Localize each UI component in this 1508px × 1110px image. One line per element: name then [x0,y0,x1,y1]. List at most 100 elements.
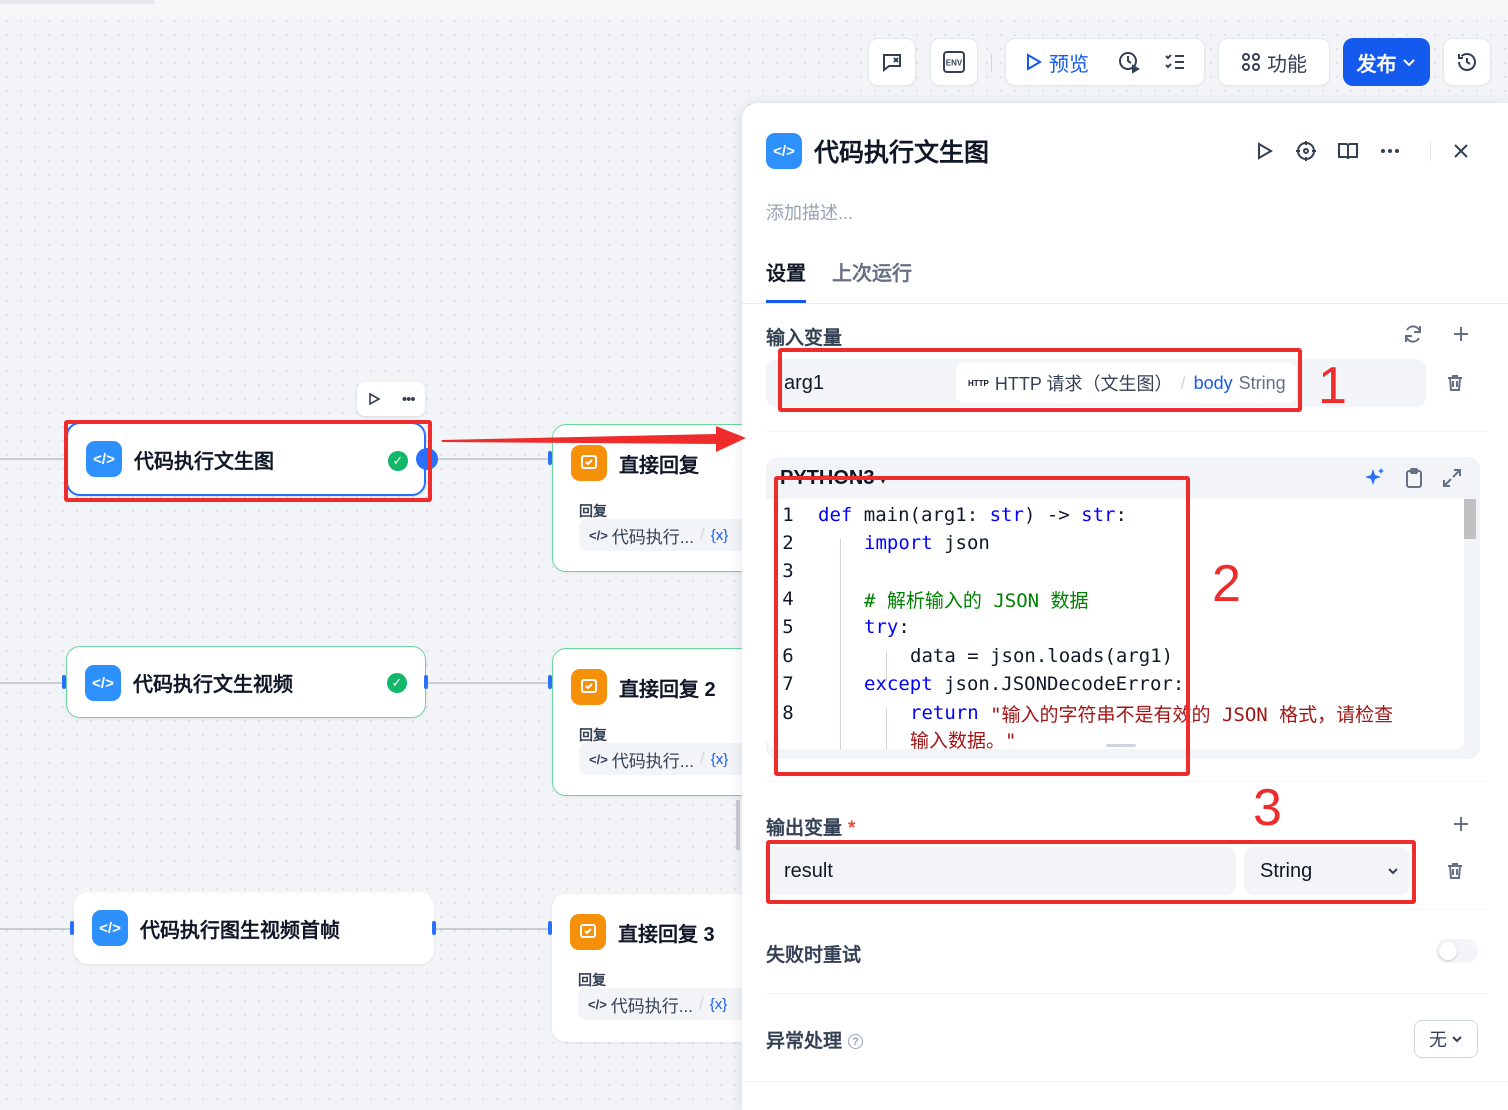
code-icon: </> [589,751,608,767]
code-token: json [932,532,990,554]
node-input-handle[interactable] [548,921,552,935]
play-icon [1027,53,1042,71]
preview-label: 预览 [1049,53,1089,76]
reply-reference: </>代码执行.../{x} [579,743,759,775]
node-input-handle[interactable] [70,921,74,935]
locate-node-button[interactable] [1292,137,1320,165]
node-input-handle[interactable] [62,675,66,689]
reply-node-3[interactable]: 直接回复 3 回复 </>代码执行.../{x} [552,894,772,1042]
input-variable-name[interactable]: arg1 [766,359,944,407]
env-toolbar-group: ENV [930,38,978,86]
output-type-select[interactable]: String [1244,847,1410,895]
expand-icon[interactable] [1442,468,1462,488]
panel-title[interactable]: 代码执行文生图 [814,139,990,167]
docs-button[interactable] [1334,137,1362,165]
line-number: 6 [782,645,794,667]
trash-icon [1448,863,1462,879]
play-icon [1258,142,1273,160]
reply-icon [571,669,607,705]
env-icon: ENV [943,51,965,73]
add-input-button[interactable] [1447,320,1475,348]
variable-icon: {x} [709,995,728,1013]
delete-output-button[interactable] [1441,857,1469,885]
more-icon[interactable]: ••• [401,390,416,408]
node-output-handle[interactable] [432,921,436,935]
top-strip [0,0,1508,18]
apps-icon [1242,53,1260,71]
code-icon: </> [92,910,128,946]
version-history-button[interactable] [1444,39,1490,85]
clipboard-icon[interactable] [1404,467,1424,489]
line-number: 7 [782,673,794,695]
input-variables-title: 输入变量 [766,328,843,349]
chevron-down-icon [1402,59,1415,67]
checklist-button[interactable] [869,39,915,85]
edge-vertical [736,800,740,850]
annotation-number-3: 3 [1253,779,1282,837]
run-history-button[interactable] [1106,39,1152,85]
code-token: return [910,702,979,724]
reply-node-2[interactable]: 直接回复 2 回复 </>代码执行.../{x} [552,648,772,796]
code-scrollbar[interactable] [1464,499,1476,743]
annotation-arrow [442,426,746,452]
output-variables-title: 输出变量* [766,813,855,840]
features-toolbar-group: 功能 [1218,38,1330,86]
output-type-value: String [1260,859,1313,882]
delete-input-button[interactable] [1441,369,1469,397]
reply-ref-label: 代码执行... [610,996,693,1016]
clock-play-icon [1119,52,1140,74]
help-icon[interactable]: ? [848,1034,864,1050]
add-output-button[interactable] [1447,810,1475,838]
code-node-text-to-video[interactable]: </> 代码执行文生视频 ✓ [66,646,426,718]
node-input-handle[interactable] [548,675,552,689]
edge [428,682,552,684]
env-icon-text: ENV [946,59,963,68]
tab-settings[interactable]: 设置 [766,257,806,303]
refresh-icon [1405,325,1421,343]
run-node-button[interactable] [1250,137,1278,165]
scrollbar-thumb[interactable] [1464,499,1476,539]
close-icon [1454,144,1468,158]
resize-handle[interactable] [1106,744,1136,747]
node-output-handle[interactable] [424,675,428,689]
publish-button[interactable]: 发布 [1343,38,1430,86]
node-title: 代码执行文生视频 [133,673,293,696]
retry-toggle[interactable] [1436,939,1478,963]
chevron-down-icon [1452,1036,1462,1043]
node-input-handle[interactable] [548,451,552,465]
annotation-number-1: 1 [1318,357,1347,415]
preview-button[interactable]: 预览 [1006,39,1106,85]
edge [428,458,552,460]
play-icon[interactable] [367,392,381,406]
line-number: 2 [782,532,794,554]
node-output-handle[interactable] [416,448,438,470]
line-number: 5 [782,616,794,638]
sync-inputs-button[interactable] [1399,320,1427,348]
required-mark: * [848,818,856,839]
description-input[interactable]: 添加描述... [766,203,854,223]
code-node-text-to-image[interactable]: </> 代码执行文生图 ✓ [66,422,426,496]
code-token: data = json.loads(arg1) [910,645,1174,667]
checklist-list-button[interactable] [1152,39,1198,85]
publish-label: 发布 [1356,53,1397,76]
retry-label: 失败时重试 [766,945,862,966]
output-variable-name[interactable]: result [766,847,1236,895]
input-variable-reference[interactable]: HTTP HTTP 请求（文生图） / body String [956,363,1296,403]
tab-last-run[interactable]: 上次运行 [832,263,912,285]
env-button[interactable]: ENV [931,39,977,85]
success-check-icon: ✓ [387,673,407,693]
code-node-image-to-video-first-frame[interactable]: </> 代码执行图生视频首帧 [74,892,434,964]
reply-node-1[interactable]: 直接回复 回复 </>代码执行.../{x} [552,424,772,572]
sparkle-icon[interactable] [1364,467,1386,489]
node-title: 代码执行文生图 [134,450,274,473]
error-handling-select[interactable]: 无 [1414,1020,1478,1058]
features-button[interactable]: 功能 [1219,39,1329,85]
more-options-button[interactable] [1376,137,1404,165]
actions-divider [1430,141,1431,161]
indent-guide [886,709,887,749]
top-strip-segment [0,0,155,4]
close-panel-button[interactable] [1447,137,1475,165]
